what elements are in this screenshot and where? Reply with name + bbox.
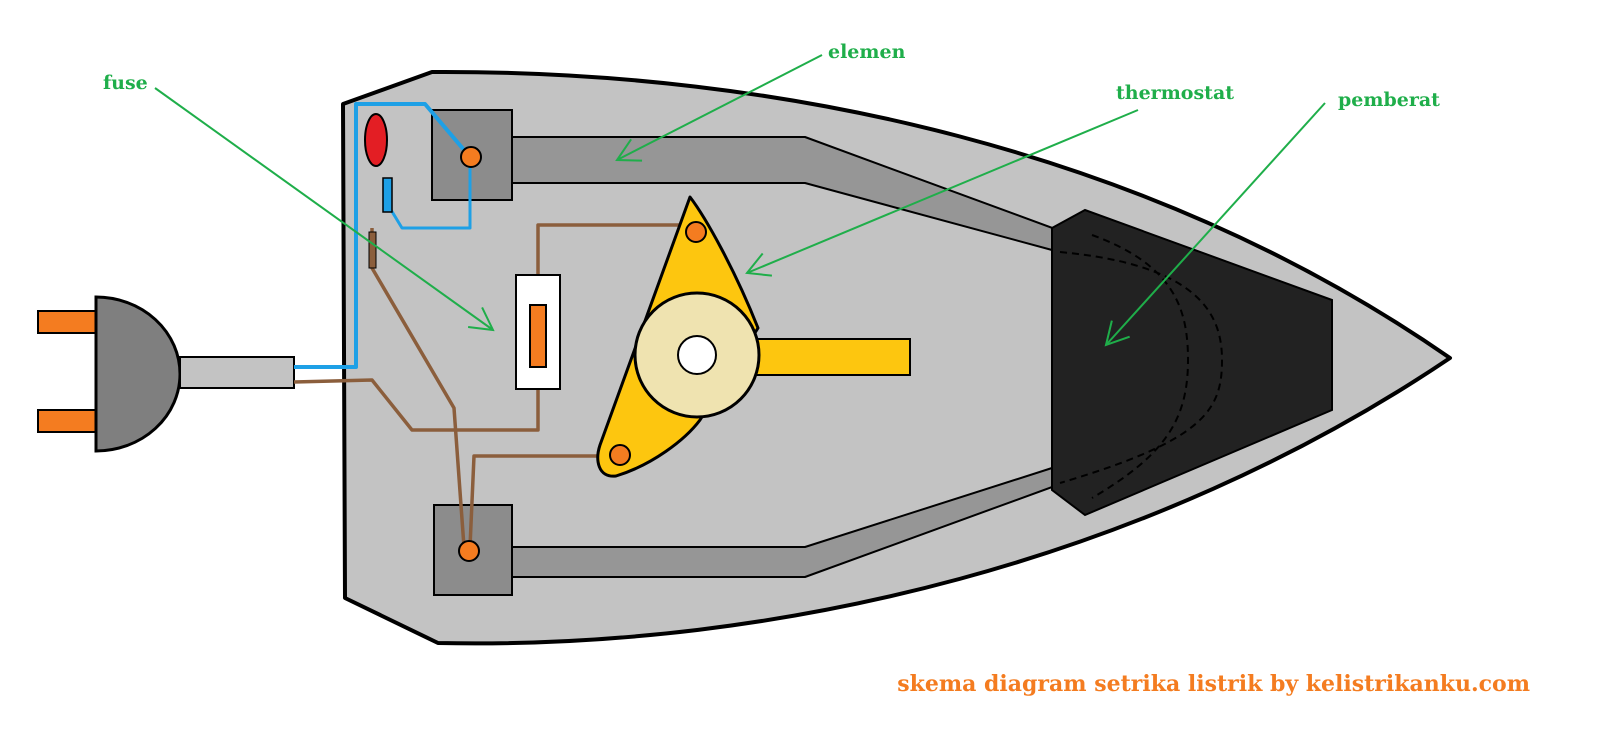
elemen-arrow [617, 54, 823, 160]
plug-pin-bottom [37, 409, 99, 433]
weight-dashed-contour-outer [1059, 251, 1224, 484]
plug-pin-top [37, 310, 99, 334]
power-plug [37, 295, 295, 453]
blue-component [382, 177, 393, 213]
label-elemen: elemen [828, 41, 906, 63]
pemberat-arrow [1106, 102, 1326, 345]
thermostat-hole [677, 335, 717, 375]
thermostat-shaft [739, 338, 911, 376]
plug-head [94, 295, 182, 453]
fuse-arrow [154, 87, 493, 330]
connection-point-thermostat-bottom [609, 444, 631, 466]
connection-points [458, 146, 707, 562]
brown-component [368, 231, 377, 269]
fuse-component [515, 274, 561, 390]
weight-dashed-contour-inner [1091, 234, 1190, 499]
pilot-lamp [364, 113, 388, 167]
weight-block [1051, 208, 1333, 517]
thermostat-assembly [596, 195, 911, 478]
leader-arrows [154, 54, 1326, 345]
label-pemberat: pemberat [1338, 89, 1440, 111]
label-thermostat: thermostat [1116, 82, 1234, 104]
blue-wiring [294, 102, 472, 369]
label-fuse: fuse [103, 72, 148, 94]
caption-text: skema diagram setrika listrik by kelistr… [897, 671, 1530, 697]
power-cord [179, 356, 295, 389]
thermostat-arrow [747, 109, 1139, 273]
connection-point-top-terminal [460, 146, 482, 168]
connection-point-thermostat-top [685, 221, 707, 243]
connection-point-bottom-terminal [458, 540, 480, 562]
